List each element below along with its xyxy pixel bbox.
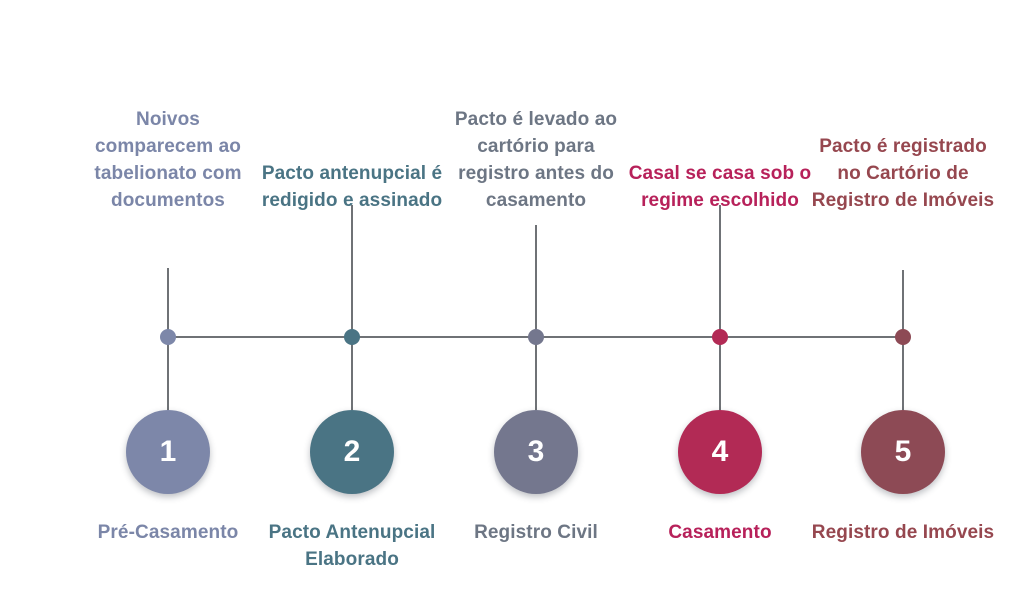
step-node-dot[interactable]: [160, 329, 176, 345]
step-title: Casamento: [668, 522, 772, 543]
step-description: Pacto antenupcial é redigido e assinado: [261, 163, 443, 212]
step-connector-line: [351, 205, 353, 410]
timeline-step-3[interactable]: Pacto é levado ao cartório para registro…: [444, 0, 628, 600]
step-number-circle[interactable]: 1: [126, 410, 210, 494]
timeline-step-1[interactable]: Noivos comparecem ao tabelionato com doc…: [76, 0, 260, 600]
step-description: Pacto é levado ao cartório para registro…: [454, 109, 618, 212]
step-description: Noivos comparecem ao tabelionato com doc…: [94, 109, 242, 212]
step-title: Registro de Imóveis: [811, 522, 995, 543]
step-number-label: 3: [527, 435, 545, 468]
step-node-dot[interactable]: [344, 329, 360, 345]
timeline-step-5[interactable]: Pacto é registrado no Cartório de Regist…: [811, 0, 995, 600]
step-title: Pré-Casamento: [97, 522, 239, 543]
step-number-label: 2: [343, 435, 361, 468]
step-connector-line: [719, 205, 721, 410]
step-node-dot[interactable]: [528, 329, 544, 345]
step-title: Registro Civil: [474, 522, 598, 543]
timeline-step-2[interactable]: Pacto antenupcial é redigido e assinado 2…: [260, 0, 444, 600]
step-title: Pacto Antenupcial Elaborado: [268, 522, 436, 570]
step-number-circle[interactable]: 2: [310, 410, 394, 494]
step-description: Casal se casa sob o regime escolhido: [628, 163, 812, 212]
step-connector-line: [535, 225, 537, 410]
step-number-label: 5: [894, 435, 912, 468]
step-number-circle[interactable]: 4: [678, 410, 762, 494]
step-node-dot[interactable]: [712, 329, 728, 345]
step-node-dot[interactable]: [895, 329, 911, 345]
step-number-circle[interactable]: 3: [494, 410, 578, 494]
step-number-label: 1: [159, 435, 177, 468]
step-description: Pacto é registrado no Cartório de Regist…: [811, 136, 995, 212]
step-number-label: 4: [711, 435, 729, 468]
step-number-circle[interactable]: 5: [861, 410, 945, 494]
